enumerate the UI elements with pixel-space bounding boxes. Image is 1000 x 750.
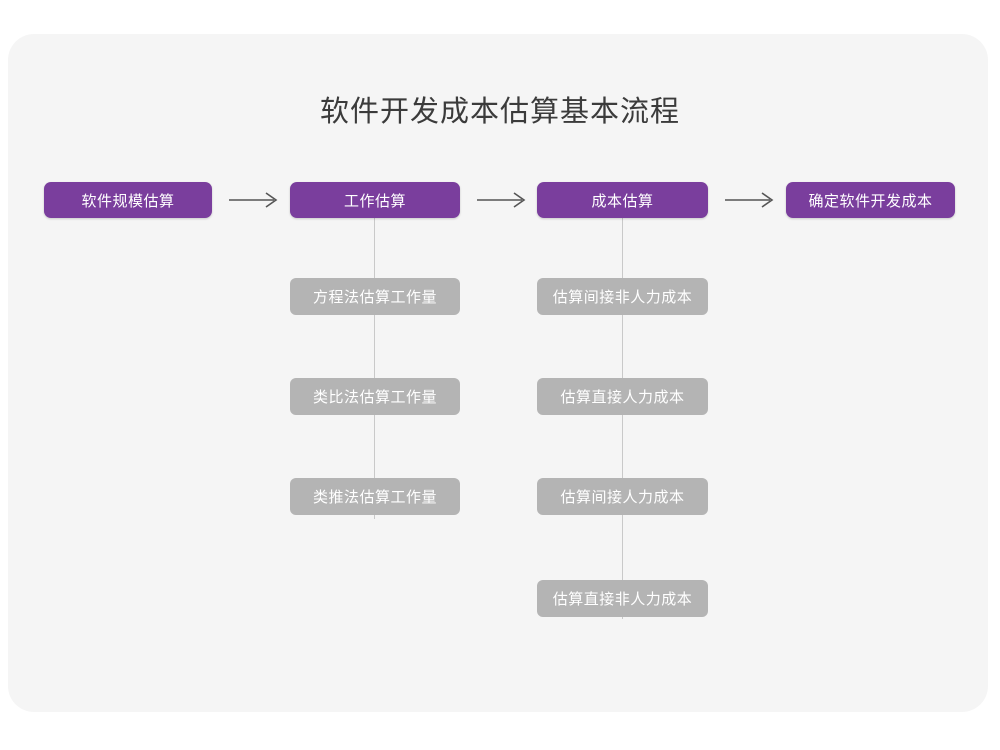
- substep-box-indirect-labor-cost[interactable]: 估算间接人力成本: [537, 478, 708, 515]
- substep-box-direct-nonlabor-cost[interactable]: 估算直接非人力成本: [537, 580, 708, 617]
- stage-box-software-scale-estimation[interactable]: 软件规模估算: [44, 182, 212, 218]
- substep-box-indirect-nonlabor-cost[interactable]: 估算间接非人力成本: [537, 278, 708, 315]
- arrow-stage2-to-stage3: [476, 189, 528, 211]
- stage-box-determine-development-cost[interactable]: 确定软件开发成本: [786, 182, 955, 218]
- substep-label: 类比法估算工作量: [312, 389, 437, 406]
- substep-box-analogy-method-workload[interactable]: 类比法估算工作量: [290, 378, 460, 415]
- substep-label: 估算直接非人力成本: [552, 591, 693, 608]
- substep-label: 估算间接人力成本: [560, 489, 685, 506]
- connector-line-stage2: [374, 217, 375, 519]
- substep-label: 类推法估算工作量: [312, 489, 437, 506]
- substep-box-inference-method-workload[interactable]: 类推法估算工作量: [290, 478, 460, 515]
- page-title: 软件开发成本估算基本流程: [319, 96, 680, 128]
- substep-label: 估算间接非人力成本: [552, 289, 693, 306]
- stage-box-cost-estimation[interactable]: 成本估算: [537, 182, 708, 218]
- diagram-card: [8, 34, 988, 712]
- stage-label: 工作估算: [343, 192, 406, 210]
- connector-line-stage3: [622, 217, 623, 619]
- stage-label: 确定软件开发成本: [808, 192, 933, 210]
- arrow-stage3-to-stage4: [724, 189, 776, 211]
- substep-box-direct-labor-cost[interactable]: 估算直接人力成本: [537, 378, 708, 415]
- stage-box-work-estimation[interactable]: 工作估算: [290, 182, 460, 218]
- stage-label: 软件规模估算: [81, 192, 175, 210]
- substep-box-equation-method-workload[interactable]: 方程法估算工作量: [290, 278, 460, 315]
- substep-label: 估算直接人力成本: [560, 389, 685, 406]
- arrow-stage1-to-stage2: [228, 189, 280, 211]
- substep-label: 方程法估算工作量: [312, 289, 437, 306]
- stage-label: 成本估算: [591, 192, 654, 210]
